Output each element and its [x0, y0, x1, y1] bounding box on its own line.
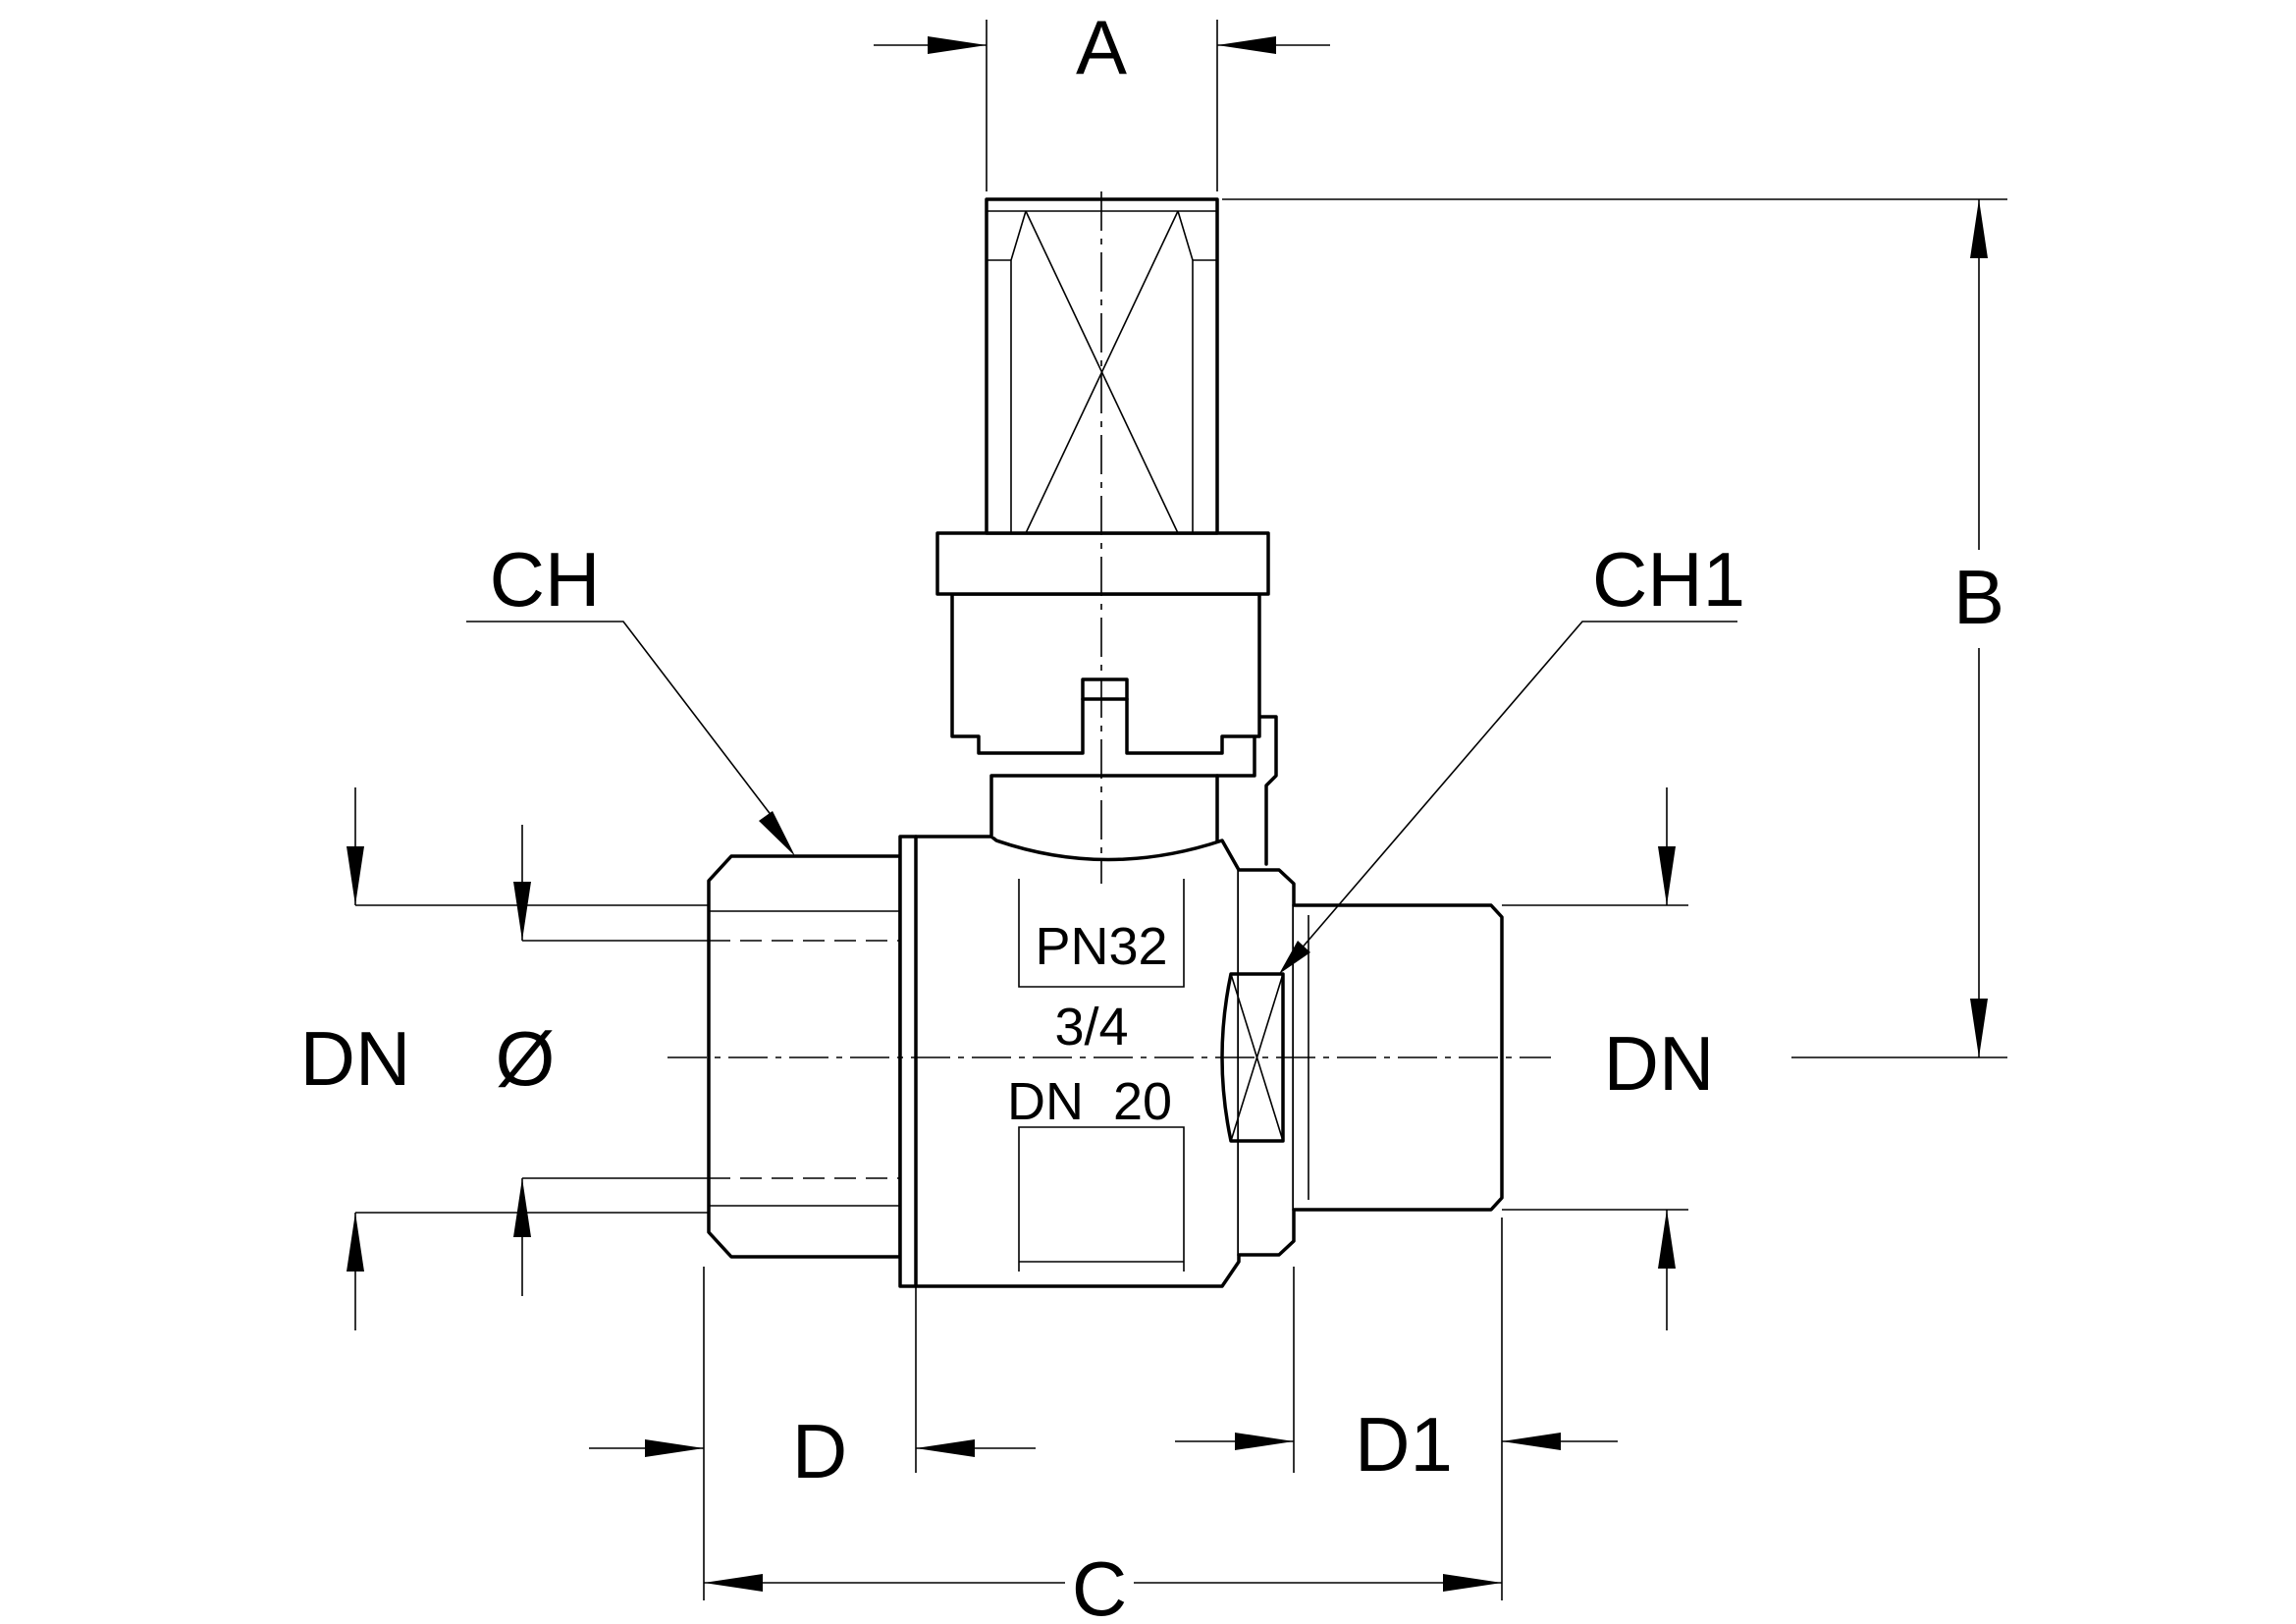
dimension-c-label: C [1072, 1545, 1127, 1624]
dimension-d: D [589, 1267, 1036, 1600]
dimension-dn-right: DN [1502, 787, 1728, 1330]
ch1-label: CH1 [1592, 536, 1745, 623]
pressure-marking: PN32 [1035, 917, 1167, 976]
dimension-diameter: Ø [496, 825, 709, 1296]
dimension-dn-left: DN [300, 787, 709, 1330]
left-female-end [707, 854, 902, 1259]
cap-flange [935, 531, 1270, 596]
dimension-a-label: A [1076, 4, 1127, 90]
dimension-a: A [874, 4, 1330, 191]
ch-leader: CH [466, 536, 795, 856]
diameter-label: Ø [496, 1015, 556, 1102]
head-cross-b [1025, 210, 1179, 534]
size-marking: 3/4 [1054, 998, 1128, 1056]
dimension-b: B [1222, 198, 2009, 1058]
dn-left-label: DN [300, 1015, 411, 1102]
ch-label: CH [490, 536, 601, 623]
marking-panel-bottom [1018, 1126, 1185, 1272]
dimension-d1: D1 [1175, 1218, 1618, 1600]
central-body [898, 835, 1241, 1288]
dimension-b-label: B [1953, 554, 2004, 640]
slotted-collar [950, 592, 1261, 755]
ch1-leader: CH1 [1279, 536, 1745, 974]
stem-neck [989, 774, 1219, 842]
dimension-d1-label: D1 [1355, 1401, 1453, 1488]
right-hex-nut [1237, 868, 1296, 1257]
dimension-d-label: D [792, 1408, 847, 1494]
marking-panel-top [1018, 879, 1185, 988]
stem-side-tab [1215, 715, 1278, 866]
dn-marking: DN 20 [1007, 1072, 1172, 1131]
dn-right-label: DN [1604, 1020, 1715, 1107]
dimension-c: C [704, 1545, 1502, 1624]
valve-body [707, 197, 1504, 1288]
collar-slot-detail [1081, 677, 1129, 701]
right-hex-cross-b [1230, 973, 1284, 1142]
